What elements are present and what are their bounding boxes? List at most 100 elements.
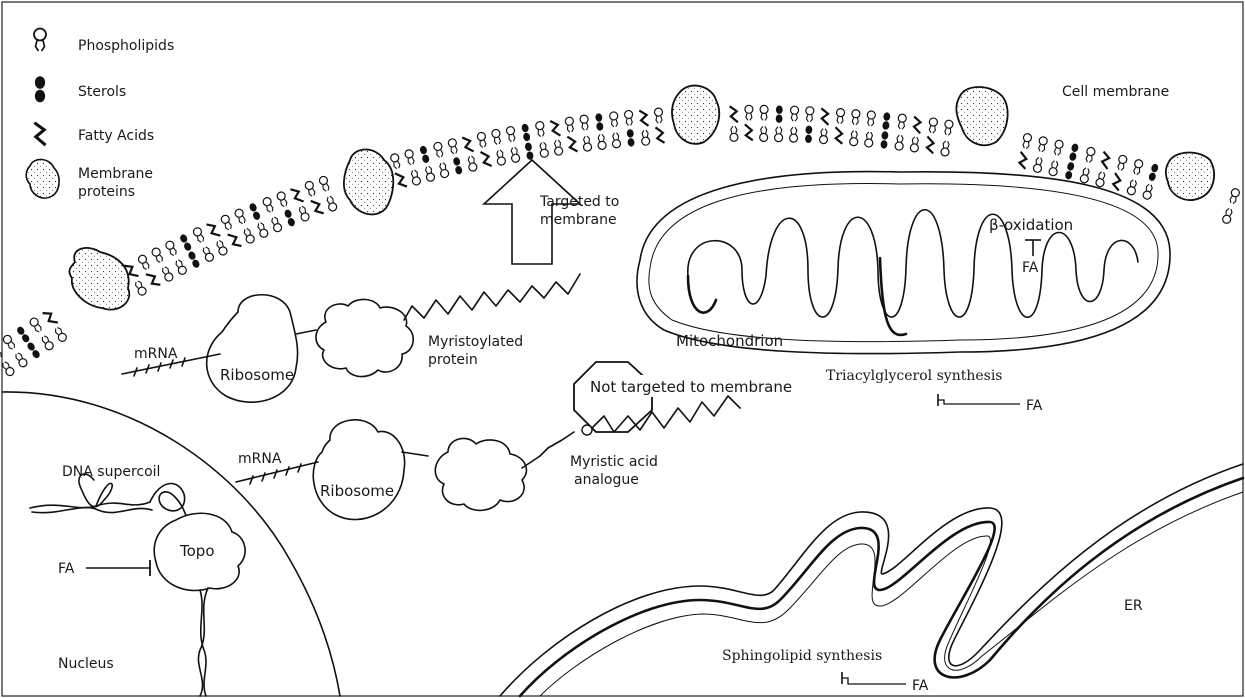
membrane-phospholipid [433, 142, 444, 158]
membrane-phospholipid [201, 246, 215, 263]
membrane-phospholipid [805, 107, 814, 122]
triacylglycerol-label: Triacylglycerol synthesis [826, 368, 1003, 384]
sterol-icon [35, 76, 45, 102]
fa-sphingo-label: FA [912, 678, 929, 694]
membrane-phospholipid [242, 227, 255, 244]
topoisomerase [154, 513, 245, 696]
membrane-fatty-acid [43, 309, 58, 327]
cell-membrane-bilayer [0, 105, 1240, 377]
membrane-phospholipid [565, 117, 575, 133]
phospholipid-icon [34, 29, 46, 52]
legend-label-sterols: Sterols [78, 84, 126, 100]
membrane-phospholipid [582, 136, 592, 152]
membrane-sterol [16, 325, 31, 343]
membrane-phospholipid [928, 118, 938, 134]
membrane-phospholipid [789, 127, 798, 142]
membrane-phospholipid [467, 155, 478, 171]
membrane-phospholipid [535, 121, 545, 137]
membrane-sterol [880, 131, 889, 149]
dna-supercoil-label: DNA supercoil [62, 464, 160, 480]
membrane-fatty-acid [462, 136, 473, 153]
membrane-fatty-acid [481, 150, 492, 167]
membrane-phospholipid [1080, 167, 1091, 183]
membrane-fatty-acid [146, 271, 161, 289]
membrane-phospholipid [1053, 140, 1064, 156]
cell-membrane-label: Cell membrane [1062, 84, 1169, 100]
membrane-phospholipid [165, 240, 179, 257]
sphingolipid-label: Sphingolipid synthesis [722, 648, 882, 664]
membrane-sterol [776, 105, 783, 123]
membrane-phospholipid [390, 153, 402, 170]
membrane-phospholipid [234, 208, 247, 225]
membrane-protein-2 [344, 150, 393, 215]
membrane-phospholipid [220, 214, 233, 231]
nucleus-label: Nucleus [58, 656, 114, 672]
membrane-phospholipid [864, 132, 873, 148]
membrane-phospholipid [774, 127, 782, 142]
membrane-phospholipid [404, 149, 416, 166]
membrane-fatty-acid [745, 124, 753, 140]
membrane-phospholipid [819, 128, 828, 143]
membrane-phospholipid [1116, 155, 1128, 172]
membrane-phospholipid [410, 169, 422, 186]
membrane-phospholipid [1228, 188, 1240, 205]
membrane-phospholipid [491, 129, 502, 145]
membrane-phospholipid [448, 138, 459, 154]
membrane-phospholipid [160, 265, 174, 282]
membrane-phospholipid [151, 247, 165, 264]
membrane-phospholipid [849, 130, 858, 146]
membrane-protein-icon [26, 159, 59, 198]
mitochondrion-label: Mitochondrion [676, 332, 783, 350]
membrane-fatty-acid [730, 106, 738, 122]
membrane-phospholipid [760, 126, 768, 141]
membrane-phospholipid [133, 280, 147, 297]
ribosome-bottom-label: Ribosome [320, 482, 394, 500]
membrane-sterol [1069, 143, 1080, 161]
targeted-label-line1: Targeted to [539, 194, 619, 210]
membrane-phospholipid [1222, 208, 1234, 225]
membrane-fatty-acid [1111, 173, 1123, 190]
legend-label-fatty-acids: Fatty Acids [78, 128, 154, 144]
membrane-phospholipid [0, 360, 15, 377]
inhibition-bar-sphingo [842, 672, 906, 684]
fatty-acid-icon [34, 123, 45, 145]
membrane-phospholipid [866, 111, 875, 127]
legend: Phospholipids Sterols Fatty Acids Membra… [26, 29, 174, 201]
fa-topo-label: FA [58, 561, 75, 577]
membrane-fatty-acid [290, 187, 303, 205]
myristic-label-line1: Myristic acid [570, 454, 658, 470]
membrane-phospholipid [424, 165, 436, 182]
targeted-label-line2: membrane [540, 212, 617, 228]
membrane-phospholipid [1095, 171, 1106, 187]
membrane-fatty-acid [912, 117, 922, 134]
membrane-phospholipid [1126, 179, 1138, 196]
membrane-phospholipid [609, 112, 618, 128]
membrane-fatty-acid [206, 221, 220, 239]
membrane-phospholipid [895, 135, 905, 151]
fa-mito-label: FA [1022, 260, 1039, 276]
membrane-phospholipid [256, 222, 269, 239]
membrane-phospholipid [1048, 160, 1059, 176]
beta-oxidation-label: β-oxidation [989, 216, 1073, 234]
er-label: ER [1124, 598, 1143, 614]
inhibition-bar-tag [938, 394, 1020, 406]
membrane-phospholipid [2, 334, 17, 351]
membrane-sterol [805, 125, 813, 143]
membrane-fatty-acid [1018, 152, 1029, 169]
membrane-phospholipid [730, 126, 738, 141]
membrane-sterol [1064, 162, 1075, 180]
membrane-sterol [419, 145, 430, 164]
membrane-phospholipid [597, 134, 607, 150]
membrane-fatty-acid [550, 120, 560, 137]
membrane-fatty-acid [228, 231, 242, 249]
membrane-phospholipid [137, 254, 151, 271]
membrane-phospholipid [1033, 157, 1044, 173]
membrane-phospholipid [910, 136, 920, 152]
membrane-phospholipid [14, 351, 29, 368]
membrane-fatty-acid [1100, 152, 1112, 169]
membrane-phospholipid [940, 140, 950, 156]
membrane-fatty-acid [925, 136, 935, 153]
membrane-phospholipid [262, 196, 275, 213]
legend-label-membrane: Membrane [78, 166, 153, 182]
